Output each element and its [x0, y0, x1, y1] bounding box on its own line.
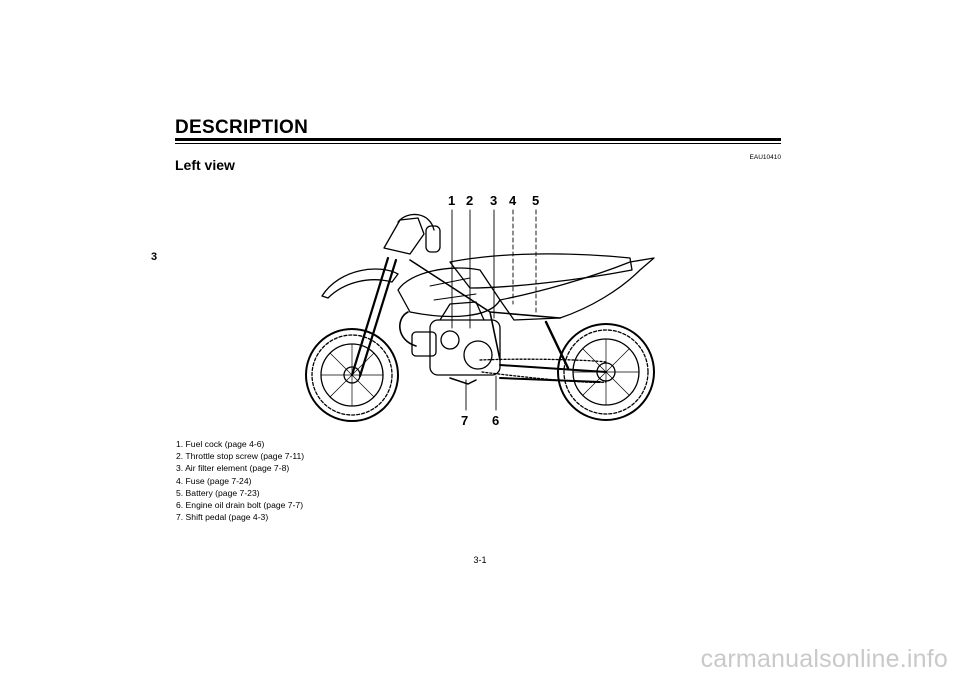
section-title: Left view: [175, 157, 235, 173]
callout-2: 2: [466, 193, 474, 208]
legend-item[interactable]: 1. Fuel cock (page 4-6): [176, 439, 265, 449]
callout-4: 4: [509, 193, 517, 208]
callout-5: 5: [532, 193, 540, 208]
legend-item[interactable]: 5. Battery (page 7-23): [176, 487, 260, 498]
title-rule-thin: [175, 143, 781, 144]
motorcycle-left-view-illustration: [305, 209, 655, 422]
callout-7: 7: [461, 413, 469, 428]
legend-item[interactable]: 4. Fuse (page 7-24): [176, 475, 252, 486]
callout-1: 1: [448, 193, 456, 208]
legend-item[interactable]: 3. Air filter element (page 7-8): [176, 463, 290, 474]
engine: [411, 301, 501, 376]
callout-3: 3: [490, 193, 498, 208]
legend-item[interactable]: 6. Engine oil drain bolt (page 7-7): [176, 500, 304, 511]
callout-6: 6: [492, 413, 500, 428]
page-number: 3-1: [473, 555, 487, 565]
page-title: DESCRIPTION: [175, 117, 309, 138]
title-rule-thick: [175, 138, 781, 141]
watermark: carmanualsonline.info: [700, 645, 948, 673]
legend-item[interactable]: 2. Throttle stop screw (page 7-11): [176, 451, 305, 462]
legend-item[interactable]: 7. Shift pedal (page 4-3): [176, 512, 269, 523]
chapter-tab[interactable]: 3: [151, 251, 158, 263]
section-code: EAU10410: [749, 154, 781, 161]
parts-legend: 1. Fuel cock (page 4-6) 2. Throttle stop…: [176, 438, 304, 523]
